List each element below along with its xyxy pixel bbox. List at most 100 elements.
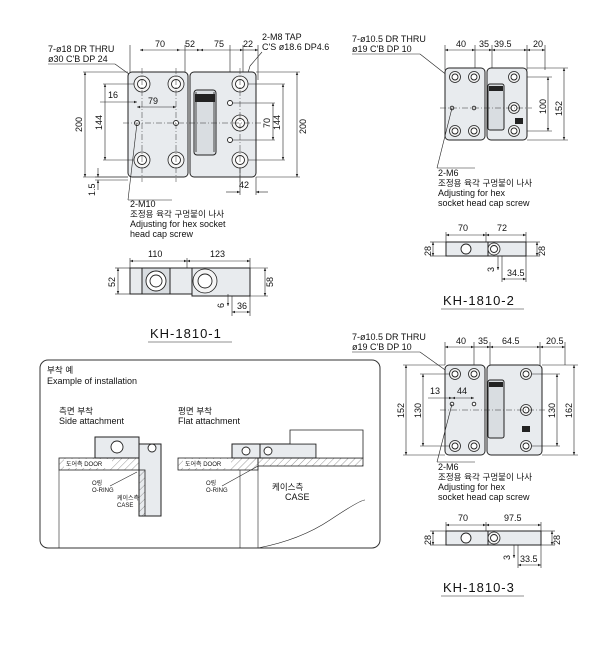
kh1-screw-spec: 2-M10	[130, 199, 156, 209]
kh1-dim-22: 22	[243, 39, 253, 49]
kh3-screw-en2: socket head cap screw	[438, 492, 530, 502]
kh1810-1-model-label: KH-1810-1	[150, 326, 222, 341]
kh1-dim-70: 70	[155, 39, 165, 49]
kh1-screw-ko: 조정용 육각 구멍붙이 나사	[130, 209, 224, 220]
kh3-dim-44: 44	[457, 386, 467, 396]
kh1-note-tap-cs: C'S ø18.6 DP4.6	[262, 42, 329, 52]
installation-frame	[39, 359, 381, 549]
kh3-note-holes: 7-ø10.5 DR THRU	[352, 332, 426, 342]
kh2-screw-spec: 2-M6	[438, 168, 459, 178]
kh1-dim-144-left: 144	[94, 115, 104, 130]
kh3-side-dim-97-5: 97.5	[504, 513, 522, 523]
kh1-screw-en2: head cap screw	[130, 229, 194, 239]
kh1-left-plate	[127, 71, 189, 178]
kh2-dim-20: 20	[533, 39, 543, 49]
kh1-screw-en1: Adjusting for hex socket	[130, 219, 226, 229]
kh3-screw-en1: Adjusting for hex	[438, 482, 506, 492]
kh1-knuckle-top	[195, 94, 215, 102]
install-side-oring-ko: O링	[92, 480, 102, 487]
install-side-case-en: CASE	[117, 503, 133, 509]
kh3-screw-ko: 조정용 육각 구멍붙이 나사	[438, 472, 532, 483]
kh1810-3-front-view: 7-ø10.5 DR THRU ø19 C'B DP 10 40 35 64.5…	[352, 332, 578, 502]
kh1-dim-52: 52	[185, 39, 195, 49]
kh1-side-dim-6: 6	[216, 303, 226, 308]
install-title-ko: 부착 예	[47, 365, 73, 376]
kh2-dim-152: 152	[554, 101, 564, 116]
install-flat-oring-ko: O링	[206, 480, 216, 487]
kh2-dim-100: 100	[538, 99, 548, 114]
install-side-door-label: 도어측 DOOR	[66, 460, 103, 468]
install-flat-en: Flat attachment	[178, 416, 241, 426]
kh1-knuckle	[193, 89, 217, 156]
installation-example: 부착 예 Example of installation 측면 부착 Side …	[39, 359, 381, 549]
kh2-screw-ko: 조정용 육각 구멍붙이 나사	[438, 178, 532, 189]
kh3-dim-152: 152	[396, 403, 406, 418]
install-flat-door-label: 도어측 DOOR	[185, 460, 222, 468]
kh1-note-holes: 7-ø18 DR THRU	[48, 44, 114, 54]
kh1-dim-200-right: 200	[298, 119, 308, 134]
kh2-side-dim-28-right: 28	[537, 246, 547, 256]
install-flat-case-ko: 케이스측	[272, 482, 303, 493]
kh1-dim-1-5: 1.5	[87, 183, 97, 196]
kh2-side-dim-28-left: 28	[423, 246, 433, 256]
install-title-en: Example of installation	[47, 376, 137, 386]
kh3-side-dim-28-left: 28	[423, 535, 433, 545]
kh3-dim-40: 40	[456, 336, 466, 346]
kh1-note-cb: ø30 C'B DP 24	[48, 54, 108, 64]
kh3-dim-130-left: 130	[413, 403, 423, 418]
kh2-side-dim-34-5: 34.5	[507, 268, 525, 278]
kh3-screw-spec: 2-M6	[438, 462, 459, 472]
kh3-dim-130-right: 130	[547, 403, 557, 418]
kh1810-3-model-label: KH-1810-3	[443, 580, 515, 595]
kh3-knuckle	[487, 379, 505, 439]
install-flat-ko: 평면 부착	[178, 406, 212, 417]
kh1-side-dim-52: 52	[107, 277, 117, 287]
kh1-dim-79: 79	[148, 96, 158, 106]
kh3-side-dim-70: 70	[458, 513, 468, 523]
kh1810-3-side-view: 70 97.5 28 28 33.5 3	[423, 513, 562, 568]
install-side-case-ko: 케이스측	[117, 494, 140, 502]
kh1-dim-144-right: 144	[272, 115, 282, 130]
kh2-dim-35: 35	[479, 39, 489, 49]
kh2-note-cb: ø19 C'B DP 10	[352, 44, 412, 54]
kh2-side-dim-70: 70	[458, 223, 468, 233]
kh1-dim-70-right: 70	[262, 118, 272, 128]
kh2-left-plate	[444, 67, 486, 141]
kh3-side-dim-28-right: 28	[552, 535, 562, 545]
kh1-dim-75: 75	[214, 39, 224, 49]
kh2-screw-en2: socket head cap screw	[438, 198, 530, 208]
kh1-dim-200-left: 200	[74, 117, 84, 132]
kh1-side-dim-110: 110	[148, 249, 162, 259]
install-side-oring-en: O-RING	[92, 488, 114, 494]
kh2-dim-39-5: 39.5	[494, 39, 512, 49]
kh1-dim-16: 16	[108, 90, 118, 100]
kh3-side-dim-33-5: 33.5	[520, 554, 538, 564]
install-side-ko: 측면 부착	[59, 406, 93, 417]
kh1810-1-side-view: 110 123 52 58 36 6	[107, 249, 275, 316]
kh3-dim-20-5: 20.5	[546, 336, 564, 346]
kh1-side-dim-58: 58	[265, 277, 275, 287]
kh2-side-dim-72: 72	[497, 223, 507, 233]
kh2-knuckle	[487, 83, 505, 131]
install-flat-oring-en: O-RING	[206, 488, 228, 494]
kh1-dim-42: 42	[239, 180, 249, 190]
kh2-dim-40: 40	[456, 39, 466, 49]
kh1-side-dim-36: 36	[237, 301, 247, 311]
kh3-side-dim-3: 3	[502, 555, 512, 560]
kh2-screw-en1: Adjusting for hex	[438, 188, 506, 198]
kh3-dim-64-5: 64.5	[502, 336, 520, 346]
kh1-side-dim-123: 123	[210, 249, 225, 259]
kh3-dim-162: 162	[564, 403, 574, 418]
kh3-note-cb: ø19 C'B DP 10	[352, 342, 412, 352]
install-side-en: Side attachment	[59, 416, 125, 426]
kh2-side-dim-3: 3	[486, 267, 496, 272]
kh3-dim-35: 35	[478, 336, 488, 346]
kh1810-2-model-label: KH-1810-2	[443, 293, 515, 308]
install-flat-case-en: CASE	[285, 492, 310, 502]
kh1810-2-side-view: 70 72 28 28 34.5 3	[423, 223, 547, 282]
kh1810-2-front-view: 7-ø10.5 DR THRU ø19 C'B DP 10 40 35 39.5…	[352, 34, 568, 208]
kh1-note-tap: 2-M8 TAP	[262, 32, 302, 42]
kh1810-1-front-view: 70 52 75 22 7-ø18 DR THRU ø30 C'B DP 24 …	[48, 32, 329, 239]
kh2-note-holes: 7-ø10.5 DR THRU	[352, 34, 426, 44]
